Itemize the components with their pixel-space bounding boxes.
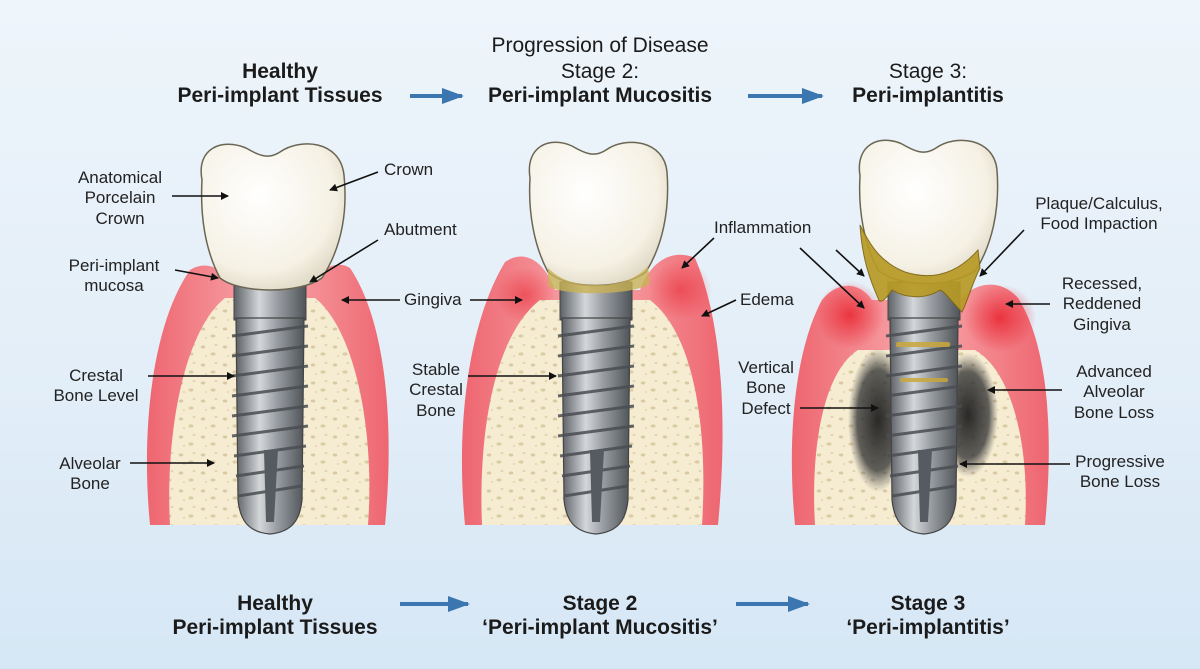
label-alveolar-2: Bone [70, 474, 110, 494]
plaque-mucositis [548, 266, 650, 294]
label-crestal-bone-level: Crestal Bone Level [46, 366, 146, 407]
label-mucosa-2: mucosa [84, 276, 144, 296]
header-stage2-line1: Stage 2: [560, 60, 640, 83]
label-advanced-2: Alveolar [1083, 382, 1145, 402]
label-plaque-1: Plaque/Calculus, [1035, 194, 1163, 213]
label-progressive-bone-loss: Progressive Bone Loss [1070, 452, 1170, 493]
panel-mucositis [461, 141, 723, 535]
label-alveolar-1: Alveolar [59, 454, 121, 473]
progression-arrows [400, 88, 824, 612]
label-vertical-1: Vertical [738, 358, 794, 377]
header-healthy-line1: Healthy [242, 60, 318, 83]
label-crown: Crown [384, 160, 434, 179]
label-crestal-2: Bone Level [53, 386, 139, 406]
label-edema: Edema [740, 290, 794, 309]
label-gingiva: Gingiva [404, 290, 462, 309]
label-advanced-3: Bone Loss [1073, 402, 1155, 422]
label-stable-crestal-bone: Stable Crestal Bone [400, 360, 472, 421]
label-abutment: Abutment [384, 220, 457, 239]
footer-healthy-line1: Healthy [237, 592, 313, 615]
footer-healthy-line2: Peri-implant Tissues [172, 615, 378, 639]
label-recessed-gingiva: Recessed, Reddened Gingiva [1052, 274, 1152, 335]
label-stable-3: Bone [416, 400, 456, 420]
label-plaque-calculus: Plaque/Calculus, Food Impaction [1026, 194, 1172, 235]
label-anatomical-crown-3: Crown [95, 208, 145, 228]
label-anatomical-crown: Anatomical Porcelain Crown [62, 168, 178, 229]
label-recessed-3: Gingiva [1073, 314, 1131, 334]
label-anatomical-crown-2: Porcelain [84, 188, 156, 208]
label-recessed-2: Reddened [1062, 294, 1142, 314]
implant-healthy [231, 281, 309, 535]
panel-implantitis [791, 139, 1049, 535]
label-vertical-bone-defect: Vertical Bone Defect [730, 358, 802, 419]
label-vertical-2: Bone [746, 378, 786, 398]
label-progressive-2: Bone Loss [1079, 472, 1161, 492]
label-stable-1: Stable [411, 360, 461, 379]
label-plaque-2: Food Impaction [1040, 214, 1158, 234]
label-advanced-bone-loss: Advanced Alveolar Bone Loss [1062, 362, 1166, 423]
header-stage3-line1: Stage 3: [888, 60, 968, 83]
label-crestal-1: Crestal [69, 366, 123, 385]
header-stage3-line2: Peri-implantitis [852, 83, 1004, 107]
header-stage2: Stage 2: Peri-implant Mucositis [470, 60, 730, 107]
footer-stage3-line1: Stage 3 [890, 592, 966, 615]
panel-healthy [146, 143, 389, 535]
label-stable-2: Crestal [409, 380, 463, 400]
label-vertical-3: Defect [741, 398, 791, 418]
footer-stage3: Stage 3 ‘Peri-implantitis’ [818, 592, 1038, 639]
label-anatomical-crown-1: Anatomical [77, 168, 163, 187]
leader-lines [130, 171, 1070, 468]
calculus-deposit [859, 224, 981, 313]
footer-stage2: Stage 2 ‘Peri-implant Mucositis’ [460, 592, 740, 639]
implant-implantitis [885, 281, 963, 535]
header-healthy-line2: Peri-implant Tissues [177, 83, 383, 107]
footer-stage2-line2: ‘Peri-implant Mucositis’ [482, 615, 718, 639]
label-progressive-1: Progressive [1075, 452, 1165, 471]
header-stage2-line2: Peri-implant Mucositis [487, 83, 713, 107]
header-healthy: Healthy Peri-implant Tissues [150, 60, 410, 107]
crown-mucositis [528, 141, 669, 287]
label-inflammation: Inflammation [714, 218, 812, 237]
progression-title: Progression of Disease [491, 34, 709, 57]
label-alveolar-bone: Alveolar Bone [50, 454, 130, 495]
footer-stage3-line2: ‘Peri-implantitis’ [846, 615, 1010, 639]
footer-healthy: Healthy Peri-implant Tissues [145, 592, 405, 639]
implant-mucositis [557, 281, 635, 535]
header-stage3: Stage 3: Peri-implantitis [828, 60, 1028, 107]
label-advanced-1: Advanced [1076, 362, 1152, 381]
footer-stage2-line1: Stage 2 [562, 592, 638, 615]
label-mucosa-1: Peri-implant [68, 256, 160, 275]
label-peri-implant-mucosa: Peri-implant mucosa [54, 256, 174, 297]
crown-healthy [200, 143, 346, 291]
label-recessed-1: Recessed, [1061, 274, 1143, 293]
